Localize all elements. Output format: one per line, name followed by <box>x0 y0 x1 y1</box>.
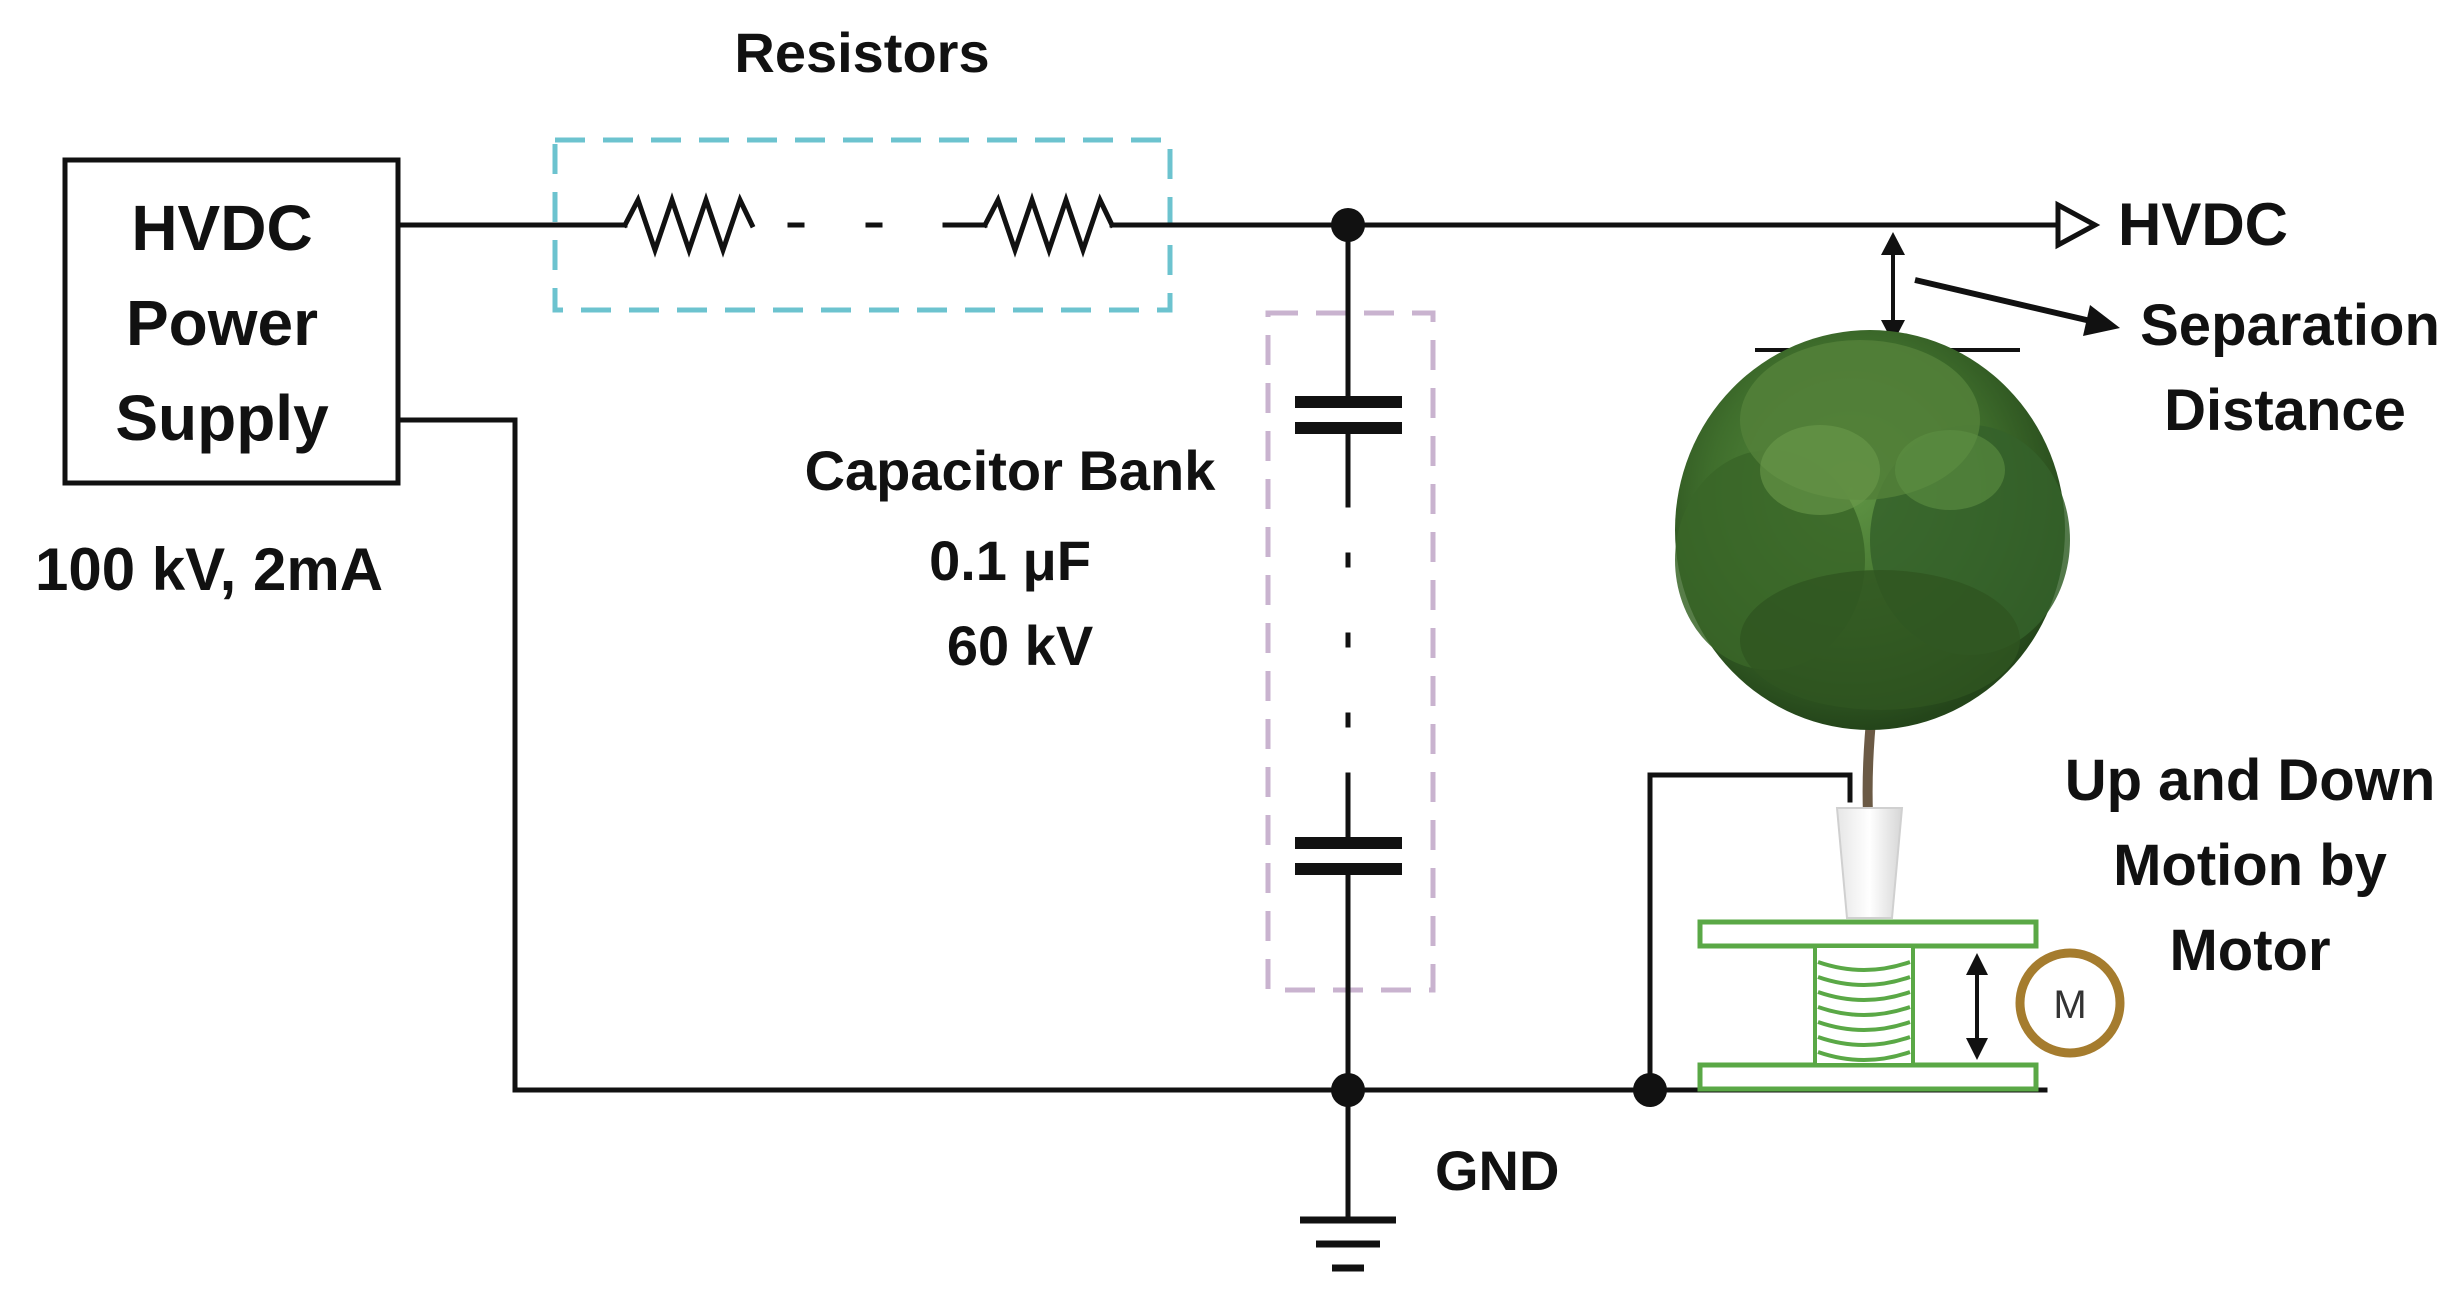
separation-pointer-arrow-icon <box>1914 277 2120 336</box>
hvdc-output-label: HVDC <box>2118 191 2288 258</box>
ground-label: GND <box>1435 1139 1559 1202</box>
power-supply-rating: 100 kV, 2mA <box>35 536 383 603</box>
capacitor-bank-label-line2: 0.1 μF <box>929 529 1091 592</box>
separation-label-line2: Distance <box>2164 378 2406 443</box>
separation-label-line1: Separation <box>2140 293 2440 358</box>
motion-label-line3: Motor <box>2169 918 2330 983</box>
capacitor-bank-label-line3: 60 kV <box>947 614 1093 677</box>
power-supply-label-line2: Power <box>126 287 318 359</box>
wire-supply-return <box>395 417 1351 1093</box>
hvdc-power-supply: HVDC Power Supply <box>62 157 401 486</box>
stage-motion-arrow-icon <box>1966 953 1988 1060</box>
ground-icon <box>1300 1216 1396 1272</box>
capacitor-bank-label-line1: Capacitor Bank <box>805 439 1217 502</box>
hvdc-output-arrow-icon <box>2055 200 2101 250</box>
motion-label-line2: Motion by <box>2113 833 2387 898</box>
motion-label-line1: Up and Down <box>2065 748 2436 813</box>
separation-arrow-icon <box>1881 232 1905 343</box>
power-supply-label-line1: HVDC <box>131 192 312 264</box>
tree-sample-icon <box>1675 330 2070 816</box>
lifting-stage <box>1697 919 2039 1092</box>
resistors-label: Resistors <box>734 21 989 84</box>
motor-icon: M <box>2015 948 2125 1058</box>
wire-to-tree-pot <box>1647 772 1853 1093</box>
power-supply-label-line3: Supply <box>115 382 329 454</box>
motor-symbol: M <box>2053 983 2086 1027</box>
resistor-1 <box>621 192 756 258</box>
plant-pot-icon <box>1835 807 1904 919</box>
resistor-2 <box>981 192 1116 258</box>
